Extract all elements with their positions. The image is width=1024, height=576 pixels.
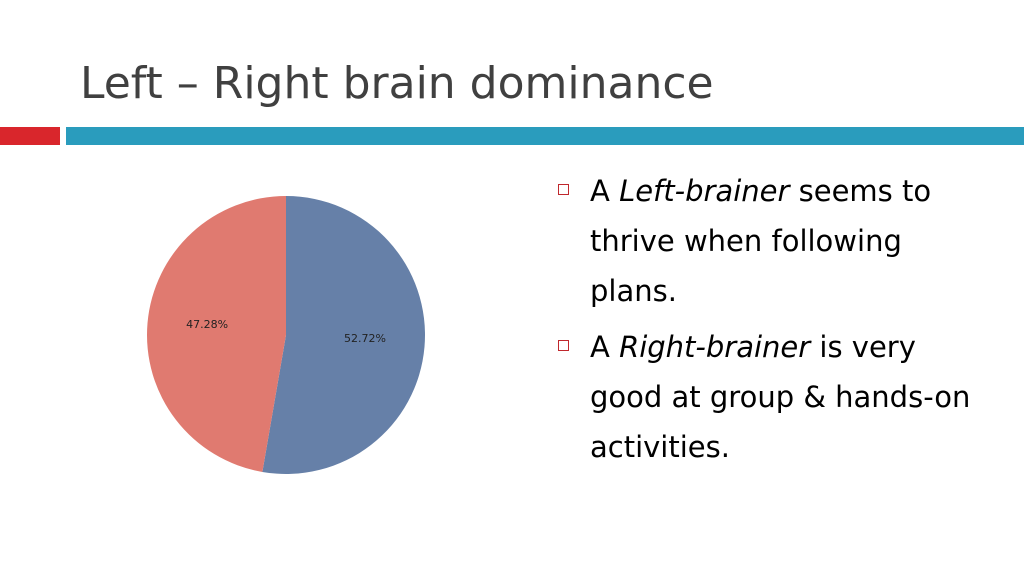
bullet-item-left-brainer: A Left-brainer seems to thrive when foll…	[556, 166, 996, 316]
pie-slice-2	[146, 196, 286, 472]
pie-slice-1	[262, 196, 425, 474]
pie-chart: 52.72% 47.28%	[146, 196, 425, 474]
pie-data-label-1: 52.72%	[344, 332, 386, 345]
accent-bar-red	[0, 127, 60, 145]
bullet-item-right-brainer: A Right-brainer is very good at group & …	[556, 322, 996, 472]
square-bullet-icon	[558, 184, 569, 195]
pie-data-label-2: 47.28%	[186, 318, 228, 331]
bullet-list: A Left-brainer seems to thrive when foll…	[556, 166, 996, 478]
slide-title: Left – Right brain dominance	[80, 58, 714, 109]
accent-bar-blue	[66, 127, 1024, 145]
square-bullet-icon	[558, 340, 569, 351]
